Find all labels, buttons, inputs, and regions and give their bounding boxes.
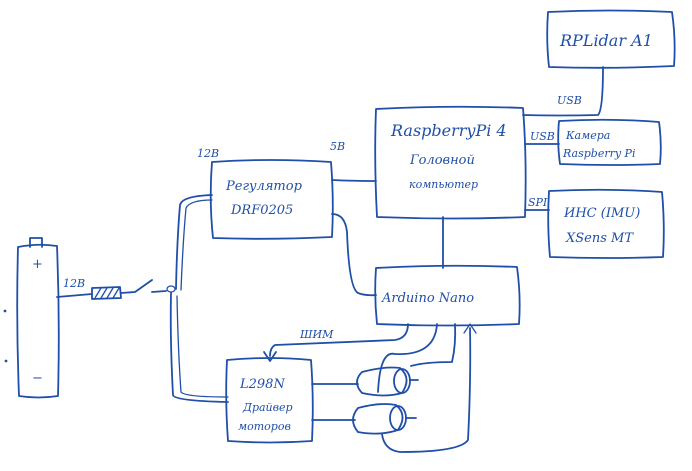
rplidar-block: RPLidar A1 <box>546 9 676 69</box>
raspberry-line2: Головной <box>409 153 475 168</box>
line-usb-lidar <box>522 66 604 117</box>
motor-bottom <box>311 403 417 435</box>
driver-line2: Драйвер <box>242 401 293 414</box>
label-pwm: ШИМ <box>299 328 334 341</box>
label-usb-lidar: USB <box>557 94 582 107</box>
regulator-block: Регулятор DRF0205 <box>209 159 334 240</box>
arduino-block: Arduino Nano <box>374 264 521 327</box>
label-usb-camera: USB <box>530 130 555 143</box>
imu-line1: ИНС (IMU) <box>563 206 640 221</box>
line-pwm <box>269 323 409 357</box>
label-12v-batt: 12В <box>63 277 85 290</box>
camera-block: Камера Raspberry Pi <box>557 118 662 166</box>
regulator-line2: DRF0205 <box>230 203 293 218</box>
camera-line1: Камера <box>565 129 610 142</box>
arrowhead-icon <box>263 351 277 362</box>
driver-block: L298N Драйвер моторов <box>225 357 314 444</box>
rplidar-label: RPLidar A1 <box>559 31 653 50</box>
label-spi: SPI <box>528 196 548 209</box>
arrowhead-icon <box>463 323 477 334</box>
battery: + − <box>16 237 60 399</box>
fuse-switch <box>56 279 176 300</box>
battery-plus: + <box>32 257 43 272</box>
imu-line2: XSens MT <box>565 231 634 246</box>
line-encoder-mid <box>410 323 457 367</box>
motor-top <box>311 366 419 397</box>
label-12v-reg: 12В <box>197 147 219 160</box>
driver-line3: моторов <box>238 420 291 433</box>
battery-minus: − <box>32 371 43 386</box>
line-reg-arduino <box>331 213 377 297</box>
raspberry-line3: компьютер <box>409 178 478 191</box>
label-5v: 5В <box>330 140 345 153</box>
arduino-label: Arduino Nano <box>381 291 474 306</box>
raspberry-title: RaspberryPi 4 <box>390 121 507 140</box>
line-reg-raspberry <box>331 179 377 182</box>
dot-marker <box>4 359 8 363</box>
power-lines <box>169 194 229 403</box>
line-encoder-top <box>377 323 438 393</box>
raspberry-block: RaspberryPi 4 Головной компьютер <box>374 105 527 220</box>
regulator-line1: Регулятор <box>225 179 303 194</box>
driver-line1: L298N <box>239 377 285 392</box>
camera-line2: Raspberry Pi <box>562 147 635 160</box>
line-encoder-bottom <box>381 327 472 453</box>
imu-block: ИНС (IMU) XSens MT <box>547 188 665 259</box>
dot-marker <box>3 309 7 313</box>
